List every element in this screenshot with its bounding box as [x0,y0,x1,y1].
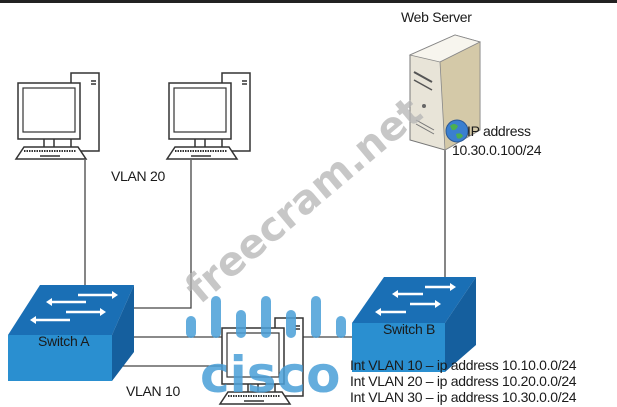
pc-vlan20-1-icon [15,72,100,160]
vlan10-label: VLAN 10 [126,383,180,399]
web-server-label: Web Server [401,9,472,25]
svi-line: Int VLAN 10 – ip address 10.10.0.0/24 [350,357,577,373]
cisco-logo-watermark [186,296,346,338]
pc-vlan20-2-icon [166,72,251,160]
cisco-logo-text: cisco [200,346,341,404]
svi-line: Int VLAN 20 – ip address 10.20.0.0/24 [350,373,577,389]
globe-icon [445,119,469,143]
link-pc2-switch-a [133,160,192,309]
top-border [0,0,617,3]
switch-a-label: Switch A [38,333,90,349]
svi-line: Int VLAN 30 – ip address 10.30.0.0/24 [350,389,577,405]
server-ip-label: IP address [467,123,531,139]
server-ip-value: 10.30.0.100/24 [452,142,542,158]
vlan20-label: VLAN 20 [111,168,165,184]
switch-b-label: Switch B [383,321,435,337]
web-server-icon [408,34,482,151]
switch-b-icon [352,277,476,372]
switch-a-icon [8,285,134,381]
